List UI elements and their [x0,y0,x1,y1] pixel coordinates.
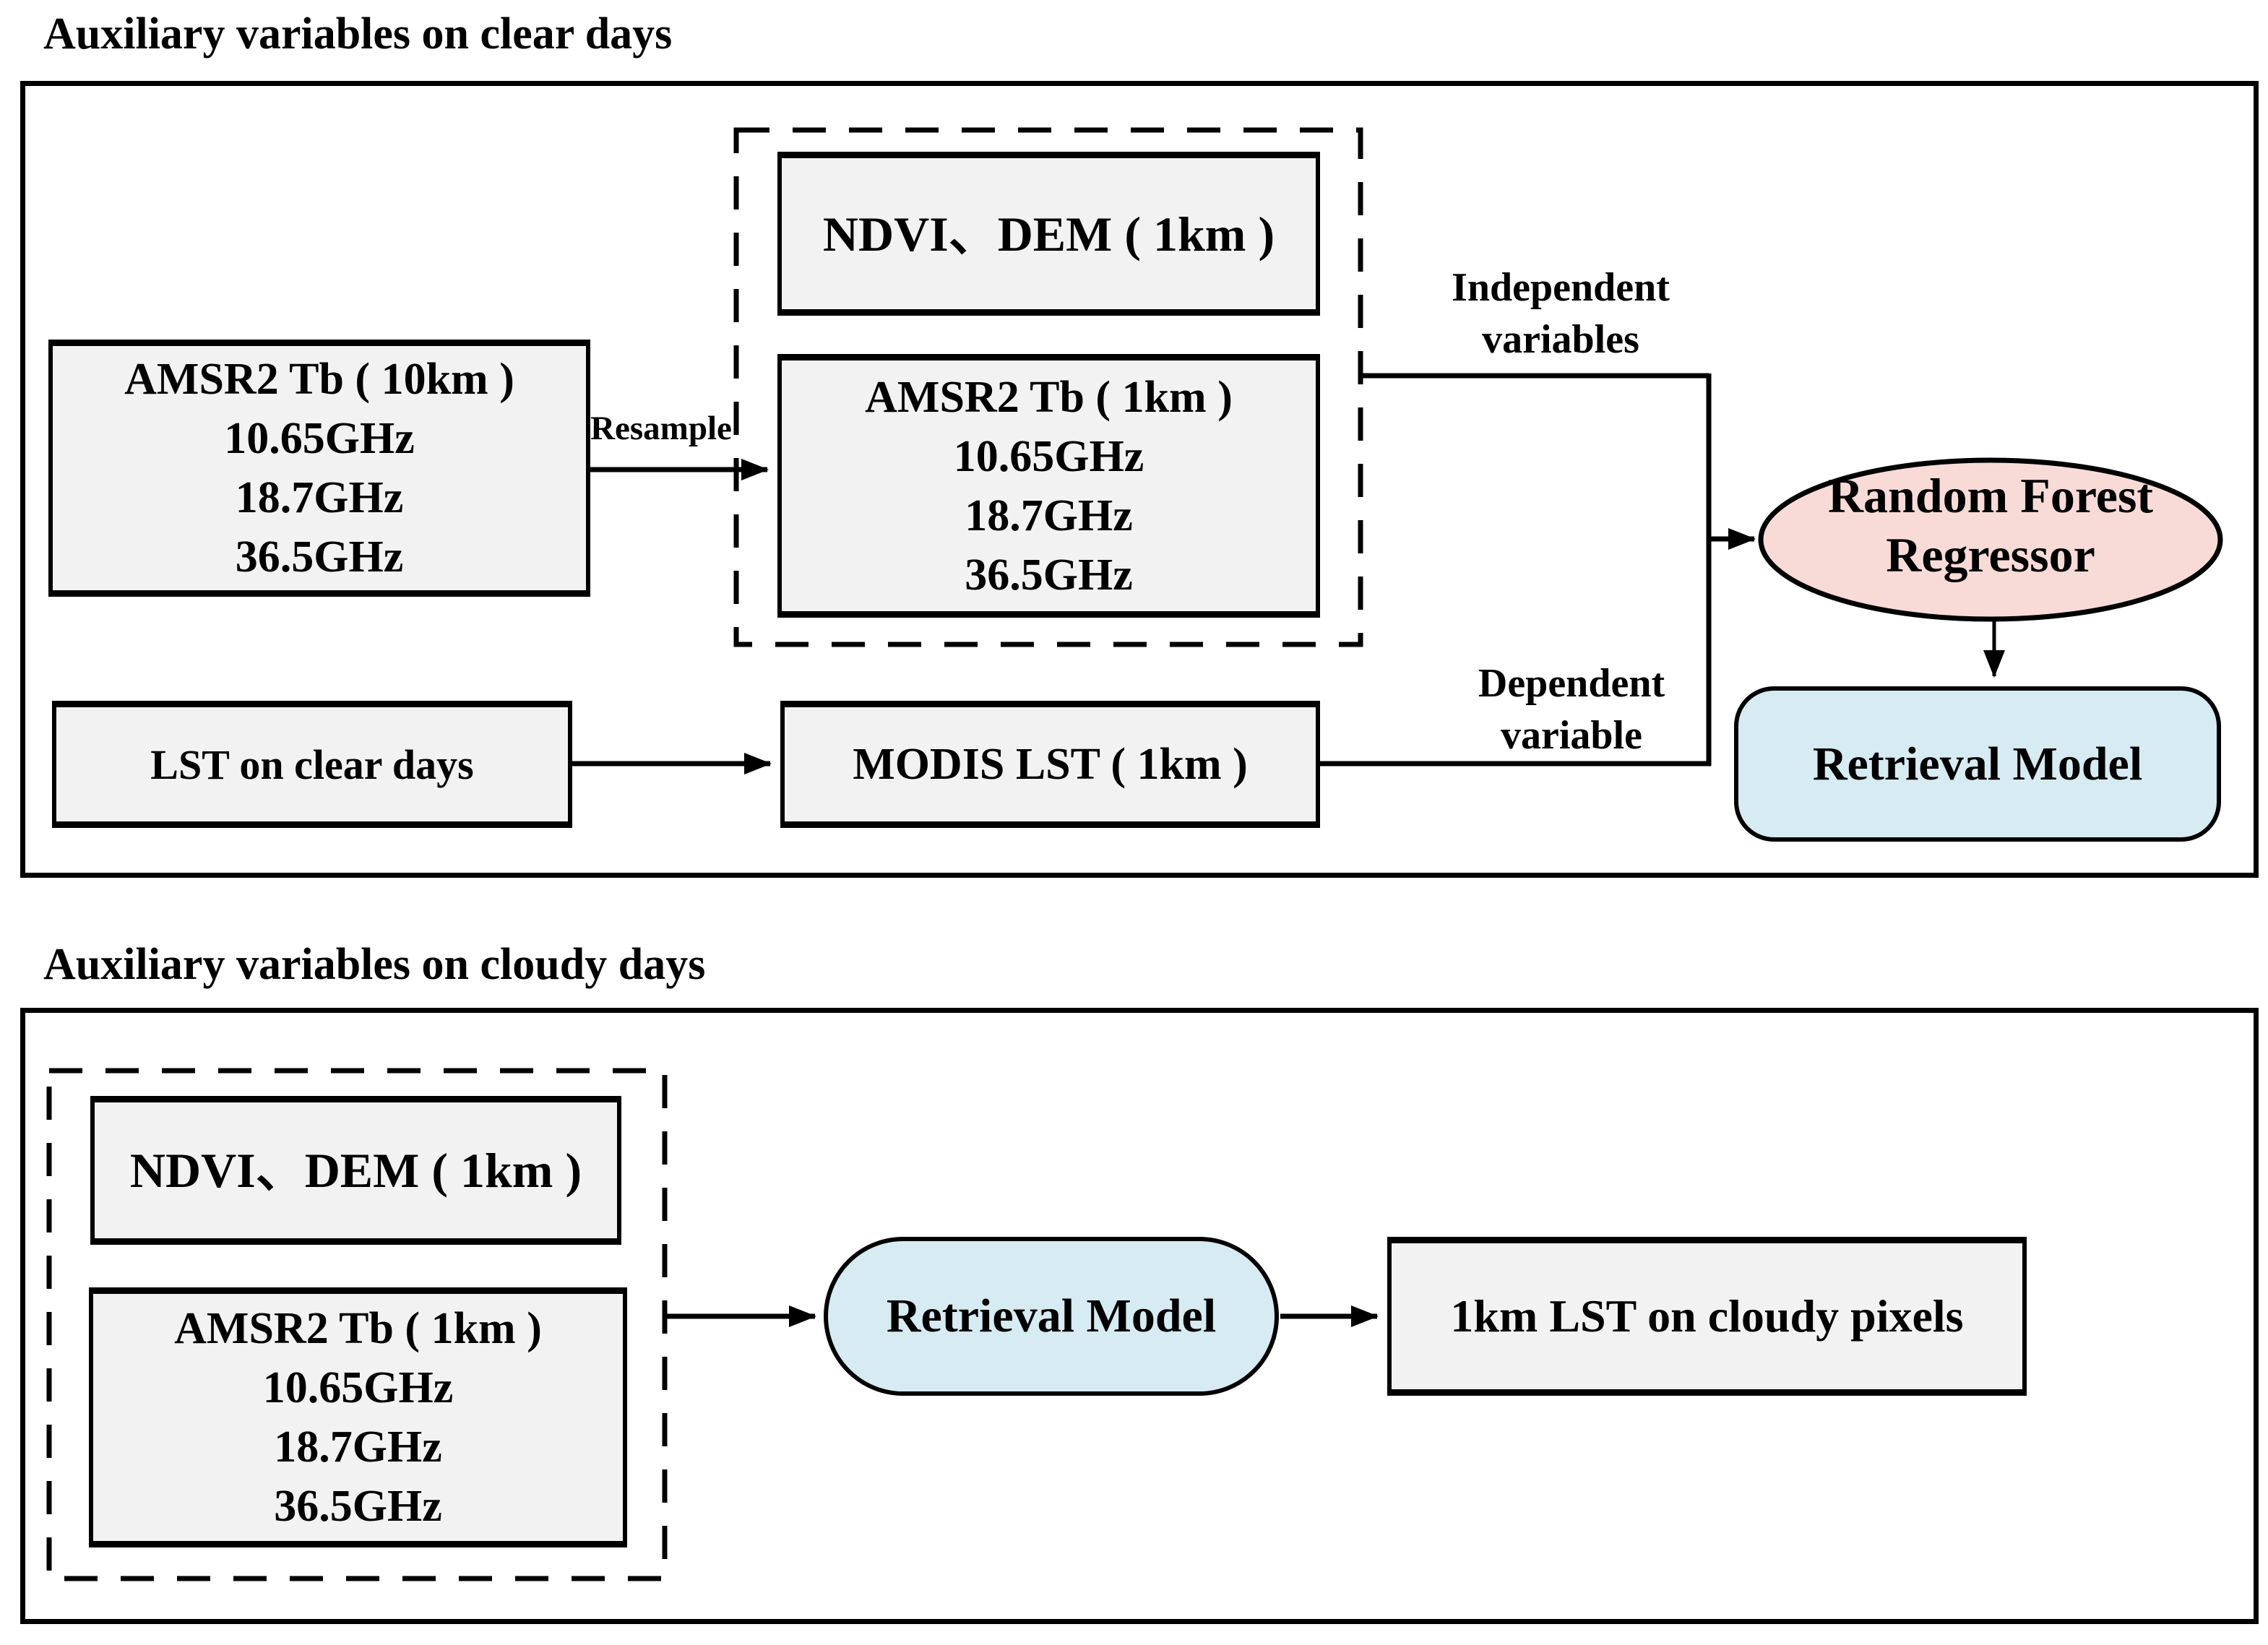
amsr2-10km-line: 10.65GHz [224,414,415,463]
dashed-variable-group-clear [733,127,1363,647]
ndvi-dem-label-cloudy: NDVI、DEM ( 1km ) [129,1143,582,1198]
random-forest-ellipse [1758,457,2223,622]
dependent-label-line1: Dependent [1478,661,1665,706]
retrieval-model-label-clear: Retrieval Model [1812,737,2143,790]
output-box: 1km LST on cloudy pixels [1387,1237,2027,1396]
amsr2-10km-line: AMSR2 Tb ( 10km ) [124,355,514,404]
amsr2-1km-line: AMSR2 Tb ( 1km ) [865,372,1233,422]
resample-label: Resample [590,410,732,447]
modis-lst-box: MODIS LST ( 1km ) [780,701,1320,828]
dependent-variable-label: Dependent variable [1449,657,1694,761]
amsr2-tb-10km-box: AMSR2 Tb ( 10km ) 10.65GHz 18.7GHz 36.5G… [48,340,590,597]
ndvi-dem-box-clear: NDVI、DEM ( 1km ) [777,152,1320,316]
amsr2-10km-line: 36.5GHz [235,532,404,582]
retrieval-model-label-cloudy: Retrieval Model [886,1290,1217,1342]
random-forest-label-line2: Regressor [1886,527,2095,582]
cloudy-section-title: Auxiliary variables on cloudy days [43,940,706,989]
independent-label-line2: variables [1482,317,1639,362]
amsr2-10km-line: 18.7GHz [235,473,404,522]
amsr2-tb-1km-box-clear: AMSR2 Tb ( 1km ) 10.65GHz 18.7GHz 36.5GH… [777,354,1320,618]
output-label: 1km LST on cloudy pixels [1450,1290,1964,1342]
dashed-variable-group-cloudy [46,1068,668,1581]
amsr2-tb-1km-box-cloudy: AMSR2 Tb ( 1km ) 10.65GHz 18.7GHz 36.5GH… [89,1287,627,1547]
retrieval-model-box-clear: Retrieval Model [1734,686,2221,842]
lst-clear-days-box: LST on clear days [52,701,572,828]
amsr2-1km-line: 10.65GHz [953,431,1144,481]
amsr2-1km-cloudy-line: 18.7GHz [274,1422,442,1472]
ndvi-dem-label-clear: NDVI、DEM ( 1km ) [822,206,1275,262]
modis-lst-label: MODIS LST ( 1km ) [853,739,1248,789]
retrieval-model-capsule: Retrieval Model [824,1237,1279,1396]
amsr2-1km-line: 36.5GHz [965,550,1133,600]
clear-section-title: Auxiliary variables on clear days [43,9,673,59]
amsr2-1km-cloudy-line: AMSR2 Tb ( 1km ) [174,1304,542,1353]
lst-clear-days-label: LST on clear days [150,741,474,788]
random-forest-label-line1: Random Forest [1827,468,2154,523]
independent-variables-label: Independent variables [1438,262,1683,366]
amsr2-1km-cloudy-line: 10.65GHz [262,1363,454,1412]
independent-label-line1: Independent [1452,265,1670,310]
ndvi-dem-box-cloudy: NDVI、DEM ( 1km ) [90,1096,621,1245]
random-forest-label: Random Forest Regressor [1761,466,2220,584]
amsr2-1km-cloudy-line: 36.5GHz [274,1482,442,1531]
dependent-label-line2: variable [1501,713,1642,758]
amsr2-1km-line: 18.7GHz [965,491,1133,540]
